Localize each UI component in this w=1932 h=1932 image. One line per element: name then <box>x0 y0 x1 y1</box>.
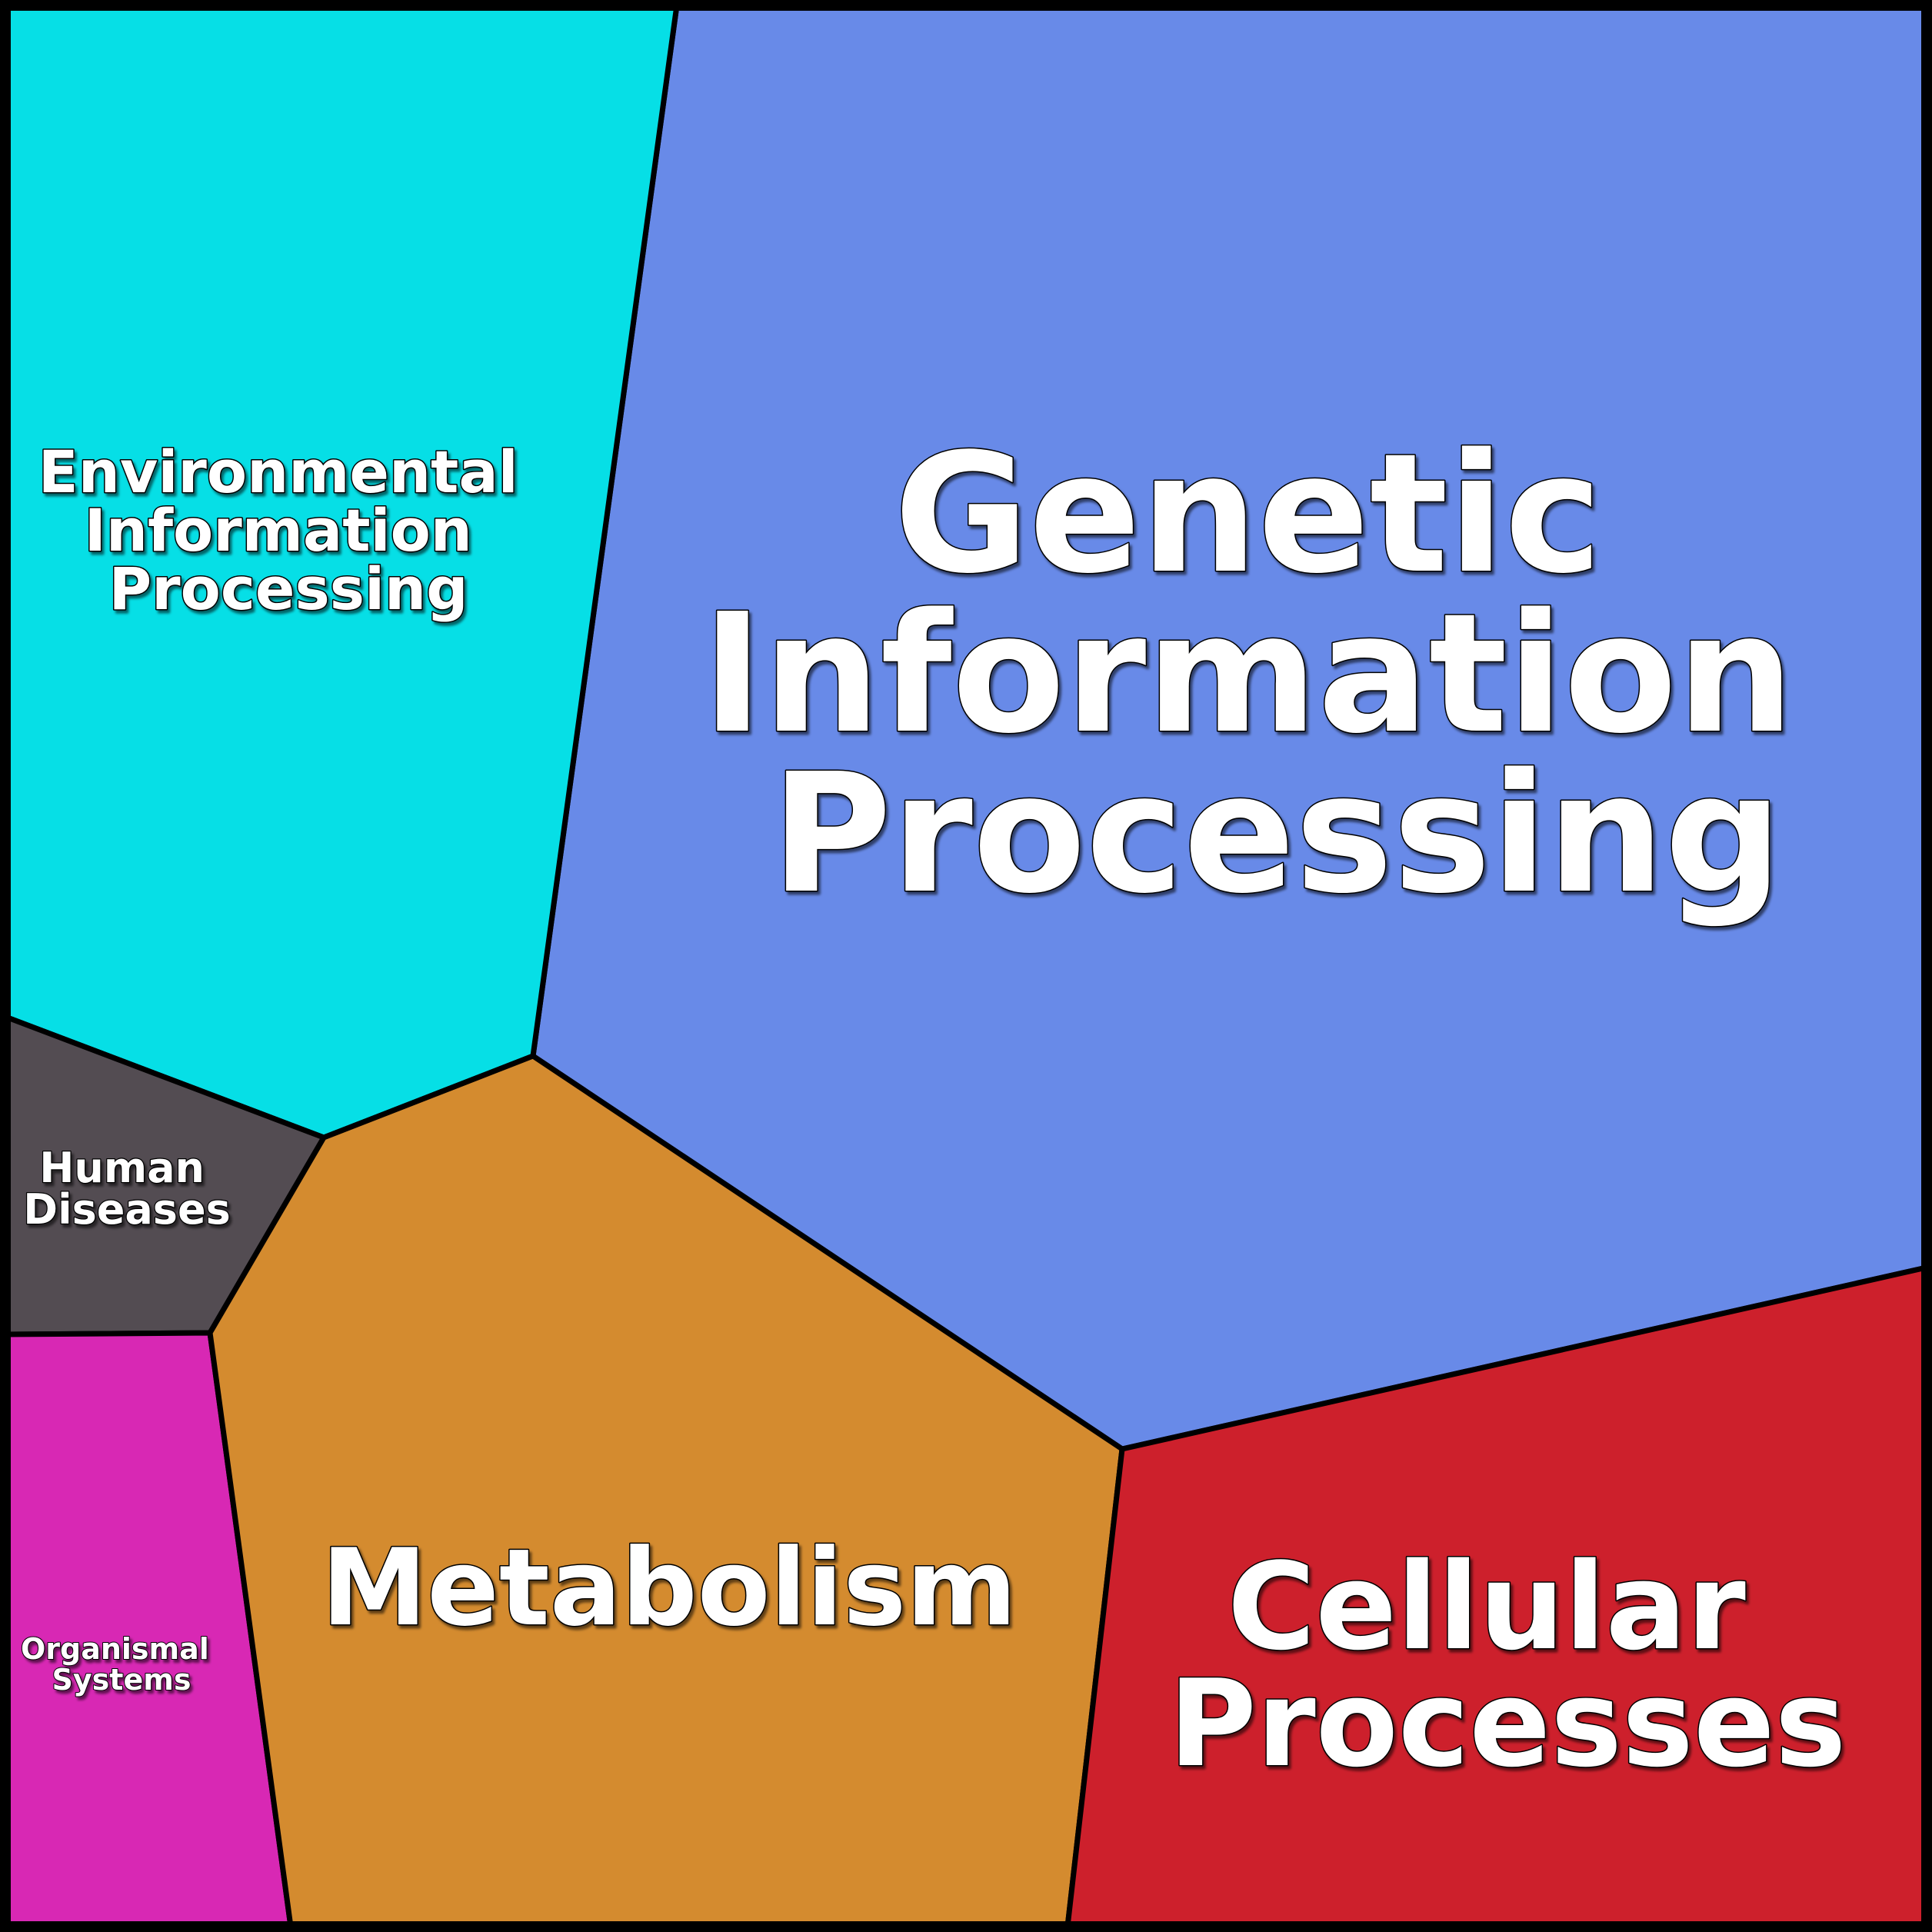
label-cellular-processes: Cellular Processes <box>1168 1537 1846 1794</box>
label-human-diseases: Human Diseases <box>23 1144 230 1234</box>
label-environmental-information-processing: Environmental Information Processing <box>38 438 538 623</box>
label-genetic-information-processing: Genetic Information Processing <box>702 418 1852 930</box>
label-organismal-systems: Organismal Systems <box>21 1632 219 1697</box>
label-metabolism: Metabolism <box>321 1526 1017 1650</box>
